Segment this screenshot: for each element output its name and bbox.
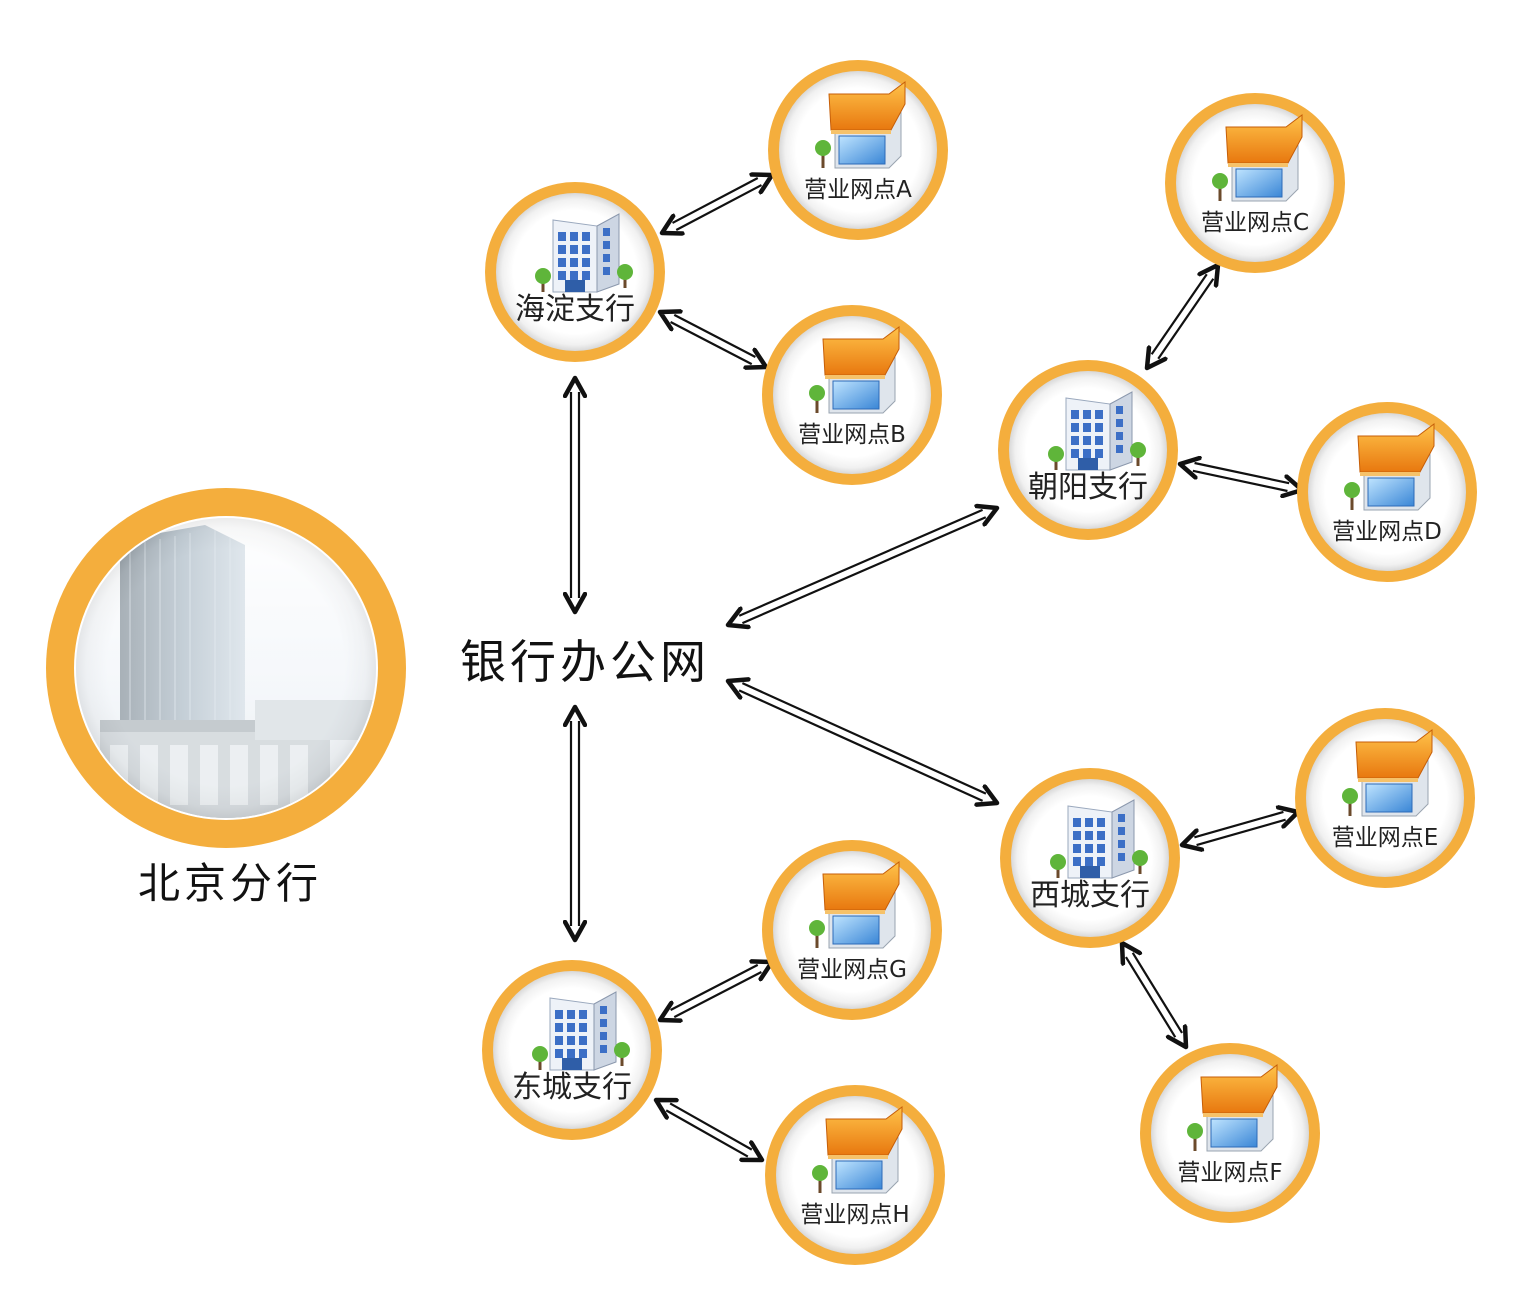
arrow-shaft-line [1124,956,1177,1038]
outlet-node[interactable]: 营业网点G [762,840,942,1020]
outlet-node[interactable]: 营业网点B [762,305,942,485]
arrow-heads [1180,464,1302,490]
branch-node[interactable]: 海淀支行 [485,182,665,362]
branch-label: 东城支行 [512,1070,632,1105]
bidirectional-arrow [1180,463,1302,491]
arrow-heads [662,175,772,233]
storefront-icon [809,326,900,414]
outlet-label: 营业网点A [804,177,912,203]
hq-label: 北京分行 [138,859,322,908]
bidirectional-arrow [728,681,997,803]
storefront-icon [1212,114,1303,202]
arrow-shaft-line [741,682,987,795]
outlet-node[interactable]: 营业网点F [1140,1043,1320,1223]
bidirectional-arrow [1147,265,1218,368]
bidirectional-arrow [728,508,997,625]
arrow-shaft-line [1131,952,1184,1034]
storefront-icon [809,861,900,949]
arrow-shaft-line [1157,278,1215,360]
branch-node[interactable]: 东城支行 [482,960,662,1140]
arrow-shaft-line [673,971,762,1019]
arrow-heads [660,962,772,1020]
outlet-label: 营业网点G [797,957,907,983]
arrow-shaft-line [738,508,984,617]
bidirectional-arrow [660,962,772,1020]
outlet-node[interactable]: 营业网点D [1297,402,1477,582]
office-building-icon [535,213,633,293]
outlet-label: 营业网点C [1201,210,1309,236]
bidirectional-arrow [656,1100,762,1160]
outlet-node[interactable]: 营业网点E [1295,708,1475,888]
office-building-icon [1048,391,1146,471]
arrow-shaft-line [675,184,762,231]
storefront-icon [1187,1064,1278,1152]
bidirectional-arrow [1122,943,1186,1047]
outlet-label: 营业网点B [798,422,906,448]
arrow-shaft-line [1150,273,1208,355]
storefront-icon [1342,729,1433,817]
arrow-heads [1122,943,1186,1047]
branch-label: 海淀支行 [515,292,635,327]
arrow-heads [1182,812,1298,845]
outlet-label: 营业网点D [1332,519,1442,545]
arrow-heads [660,312,766,367]
branch-node[interactable]: 朝阳支行 [998,360,1178,540]
arrow-heads [656,1100,762,1160]
outlet-label: 营业网点H [800,1202,909,1228]
connection-arrows [571,175,1302,1160]
storefront-icon [812,1106,903,1194]
nodes-layer: 海淀支行 营业网点A 营业网点B 朝阳支行 营业网点C 营业网点D 西城支行 营业网点E 营业网… [482,60,1477,1265]
outlet-node[interactable]: 营业网点C [1165,93,1345,273]
hq-node[interactable] [46,488,406,848]
branch-label: 西城支行 [1030,878,1150,913]
office-building-icon [532,991,630,1071]
branch-label: 朝阳支行 [1028,470,1148,505]
arrow-shaft-line [670,321,753,366]
arrow-shaft-line [672,177,759,224]
office-building-icon [1050,799,1148,879]
arrow-heads [728,681,997,803]
arrow-heads [1147,265,1218,368]
arrow-shaft-line [673,313,756,358]
arrow-shaft-line [669,1102,753,1151]
bidirectional-arrow [660,312,766,367]
bidirectional-arrow [571,707,579,940]
hq-photo [76,518,376,818]
outlet-label: 营业网点F [1177,1160,1282,1186]
hub-label: 银行办公网 [460,635,710,689]
outlet-node[interactable]: 营业网点H [765,1085,945,1265]
arrow-heads [728,508,997,625]
bidirectional-arrow [571,378,579,612]
branch-node[interactable]: 西城支行 [1000,768,1180,948]
arrow-shaft-line [738,689,984,802]
storefront-icon [815,81,906,169]
arrow-shaft-line [670,963,759,1011]
outlet-label: 营业网点E [1332,825,1439,851]
arrow-shaft-line [741,516,987,625]
bidirectional-arrow [662,175,772,233]
bidirectional-arrow [1182,812,1298,845]
outlet-node[interactable]: 营业网点A [768,60,948,240]
arrow-shaft-line [665,1109,749,1158]
storefront-icon [1344,423,1435,511]
